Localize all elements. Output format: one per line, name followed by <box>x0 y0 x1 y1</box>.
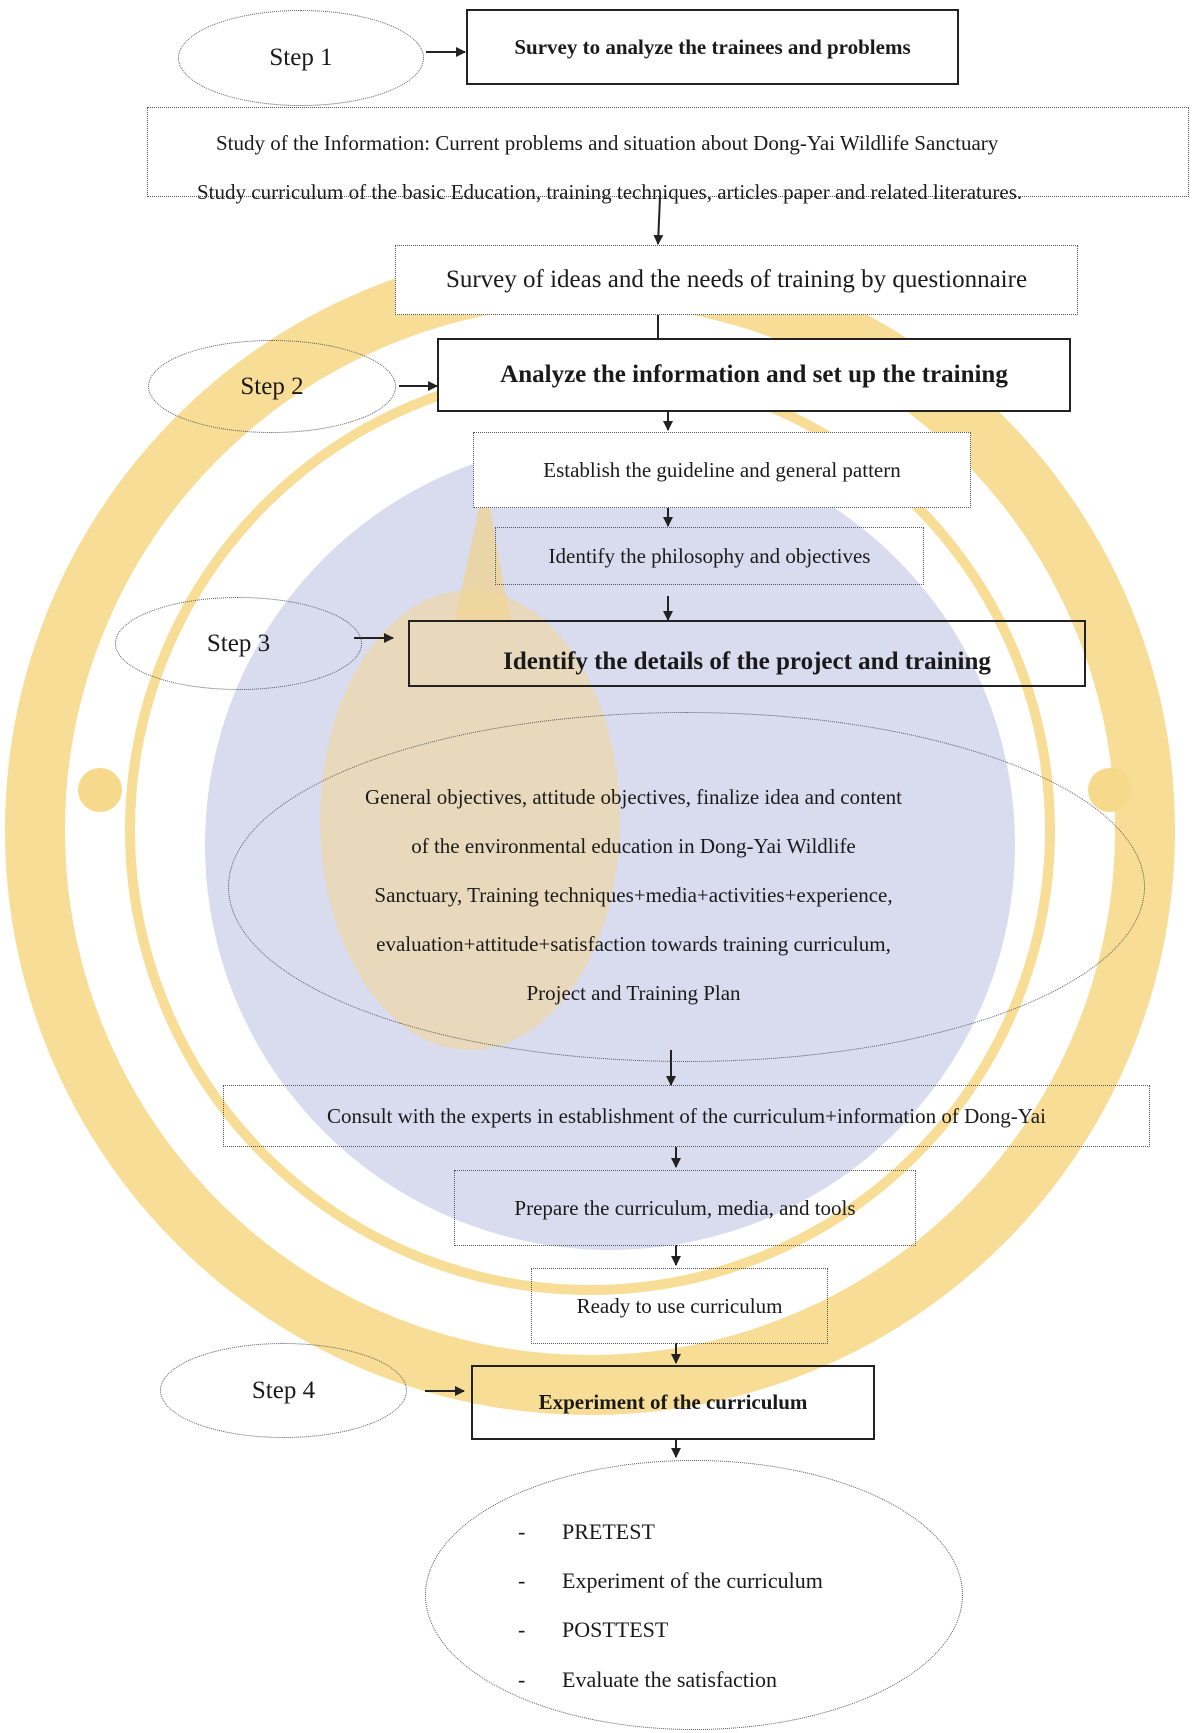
consult-experts-text: Consult with the experts in establishmen… <box>327 1103 1046 1128</box>
survey-trainees-title: Survey to analyze the trainees and probl… <box>514 34 911 59</box>
details-line-1: General objectives, attitude objectives,… <box>364 785 903 809</box>
step-1-label: Step 1 <box>269 44 333 71</box>
list-dash: - <box>518 1617 526 1642</box>
step-1-ellipse: Step 1 <box>178 10 424 106</box>
study-information-box <box>147 107 1189 197</box>
details-line-4: evaluation+attitude+satisfaction towards… <box>376 932 891 956</box>
experiment-curriculum-title: Experiment of the curriculum <box>538 1390 808 1414</box>
details-line-3: Sanctuary, Training techniques+media+act… <box>374 883 893 907</box>
project-details-box: Identify the details of the project and … <box>408 620 1086 687</box>
list-item-text: PRETEST <box>562 1519 655 1544</box>
guideline-box: Establish the guideline and general patt… <box>473 432 971 508</box>
list-item-text: Evaluate the satisfaction <box>562 1667 778 1692</box>
details-ellipse <box>228 712 1145 1062</box>
arrow-study-to-survey <box>653 196 664 245</box>
needs-survey-box: Survey of ideas and the needs of trainin… <box>395 245 1078 315</box>
step-3-label: Step 3 <box>206 629 271 657</box>
details-line-5: Project and Training Plan <box>526 981 741 1005</box>
list-item-text: POSTTEST <box>562 1617 669 1642</box>
step-2-ellipse: Step 2 <box>148 340 396 433</box>
step-4-ellipse: Step 4 <box>160 1343 407 1438</box>
prepare-curriculum-box: Prepare the curriculum, media, and tools <box>454 1170 916 1246</box>
project-details-title: Identify the details of the project and … <box>503 647 991 675</box>
analyze-information-title: Analyze the information and set up the t… <box>500 361 1008 388</box>
list-dash: - <box>518 1519 526 1544</box>
details-line-2: of the environmental education in Dong-Y… <box>411 834 856 858</box>
seal-spire <box>455 480 510 620</box>
flower-left-icon <box>78 768 122 812</box>
study-line-2: Study curriculum of the basic Education,… <box>197 180 1023 204</box>
step-3-ellipse: Step 3 <box>115 597 362 690</box>
step-4-label: Step 4 <box>251 1376 316 1404</box>
step-2-label: Step 2 <box>240 372 304 400</box>
survey-trainees-box: Survey to analyze the trainees and probl… <box>466 9 959 85</box>
philosophy-box: Identify the philosophy and objectives <box>495 527 924 585</box>
ready-curriculum-box: Ready to use curriculum <box>531 1268 828 1344</box>
experiment-curriculum-box: Experiment of the curriculum <box>471 1365 875 1440</box>
list-dash: - <box>518 1667 526 1692</box>
philosophy-text: Identify the philosophy and objectives <box>548 543 871 568</box>
analyze-information-box: Analyze the information and set up the t… <box>437 338 1071 412</box>
consult-experts-box: Consult with the experts in establishmen… <box>223 1085 1150 1147</box>
study-line-1: Study of the Information: Current proble… <box>216 131 999 155</box>
guideline-text: Establish the guideline and general patt… <box>543 457 901 482</box>
prepare-curriculum-text: Prepare the curriculum, media, and tools <box>514 1195 856 1220</box>
list-dash: - <box>518 1568 526 1593</box>
evaluation-ellipse <box>425 1460 963 1730</box>
flower-right-icon <box>1088 768 1132 812</box>
needs-survey-text: Survey of ideas and the needs of trainin… <box>445 266 1028 293</box>
list-item-text: Experiment of the curriculum <box>562 1568 823 1593</box>
ready-curriculum-text: Ready to use curriculum <box>576 1293 783 1318</box>
